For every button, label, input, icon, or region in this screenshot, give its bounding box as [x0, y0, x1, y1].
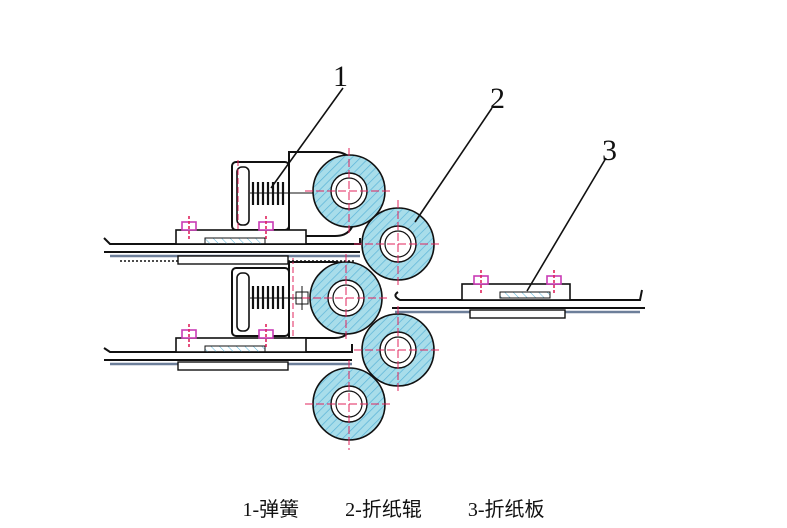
roller-lower-right	[354, 306, 442, 394]
folding-rollers	[302, 148, 442, 450]
callout-3: 3	[602, 134, 617, 167]
legend-item-spring: 1-弹簧	[242, 498, 300, 521]
bolt-icon	[181, 324, 197, 348]
lower-spring	[250, 286, 325, 309]
legend-item-folding-plate: 3-折纸板	[467, 498, 545, 521]
leader-line-3	[526, 157, 607, 292]
upper-left-plate	[103, 229, 361, 265]
bolts	[181, 216, 562, 348]
roller-upper-right	[354, 200, 442, 288]
right-folding-plate	[392, 283, 645, 319]
roller-upper-left	[305, 148, 393, 234]
bolt-icon	[181, 216, 197, 240]
callout-2: 2	[490, 82, 505, 115]
lower-left-plate	[103, 337, 353, 371]
bolt-icon	[473, 270, 489, 294]
callout-1: 1	[333, 60, 348, 93]
legend: 1-弹簧 2-折纸辊 3-折纸板	[0, 492, 787, 522]
roller-bottom	[305, 360, 393, 450]
leader-lines	[270, 87, 607, 292]
leader-line-2	[414, 107, 493, 223]
leader-line-1	[270, 87, 344, 189]
bolt-icon	[258, 216, 274, 240]
bolt-icon	[546, 270, 562, 294]
legend-item-folding-roller: 2-折纸辊	[345, 498, 422, 521]
bolt-icon	[258, 324, 274, 348]
roller-middle-left	[302, 254, 390, 342]
